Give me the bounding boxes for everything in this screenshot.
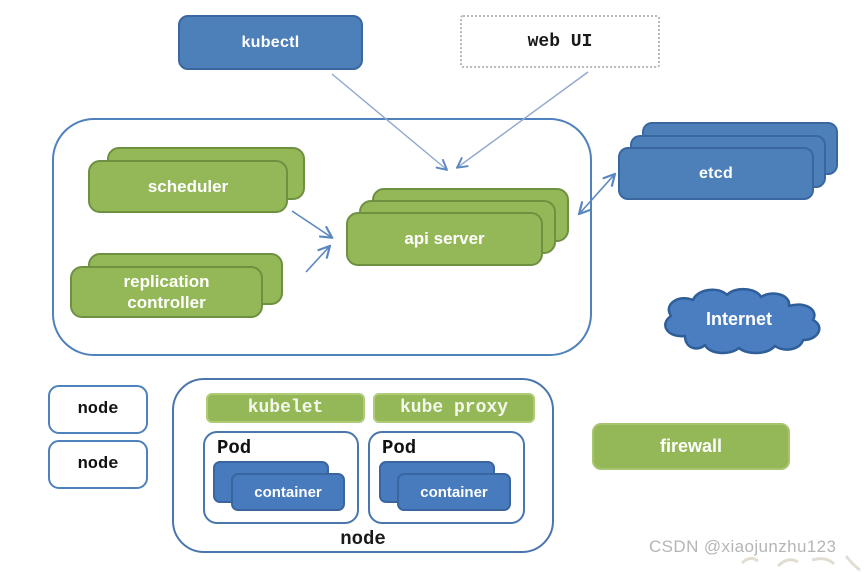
pod-label-2: Pod: [382, 437, 417, 459]
kubelet-label: kubelet: [247, 398, 324, 418]
firewall-box: firewall: [592, 423, 790, 470]
api-server-label: api server: [404, 229, 485, 249]
kube-proxy-box: kube proxy: [373, 393, 535, 423]
api-server-box: api server: [346, 212, 543, 266]
pod-label-1: Pod: [217, 437, 252, 459]
replication-controller-label: replication controller: [123, 271, 210, 312]
web-ui-box: web UI: [460, 15, 660, 68]
container-box-1: container: [231, 473, 345, 511]
pod-box-2: Pod container: [368, 431, 525, 524]
calligraphy-watermark: [740, 555, 861, 572]
web-ui-label: web UI: [527, 31, 593, 52]
scheduler-box: scheduler: [88, 160, 288, 213]
scheduler-label: scheduler: [147, 176, 229, 196]
container-label-1: container: [254, 483, 322, 501]
node-small-box-2: node: [48, 440, 148, 489]
container-box-2: container: [397, 473, 511, 511]
master-boundary-box: [52, 118, 592, 356]
node-small-box-1: node: [48, 385, 148, 434]
etcd-box: etcd: [618, 147, 814, 200]
node-detail-box: kubelet kube proxy Pod container Pod con…: [172, 378, 554, 553]
node-small-label-2: node: [77, 455, 119, 474]
pod-box-1: Pod container: [203, 431, 359, 524]
internet-cloud: Internet: [655, 286, 823, 356]
container-label-2: container: [420, 483, 488, 501]
kubelet-box: kubelet: [206, 393, 365, 423]
kubectl-box: kubectl: [178, 15, 363, 70]
node-detail-label: node: [340, 528, 386, 550]
kubectl-label: kubectl: [241, 33, 300, 51]
replication-controller-box: replication controller: [70, 266, 263, 318]
firewall-label: firewall: [659, 436, 723, 457]
csdn-watermark: CSDN @xiaojunzhu123: [649, 537, 837, 556]
node-small-label-1: node: [77, 400, 119, 419]
etcd-label: etcd: [698, 164, 734, 182]
kube-proxy-label: kube proxy: [399, 398, 509, 418]
cloud-icon: [664, 288, 821, 355]
internet-label: Internet: [705, 308, 772, 329]
